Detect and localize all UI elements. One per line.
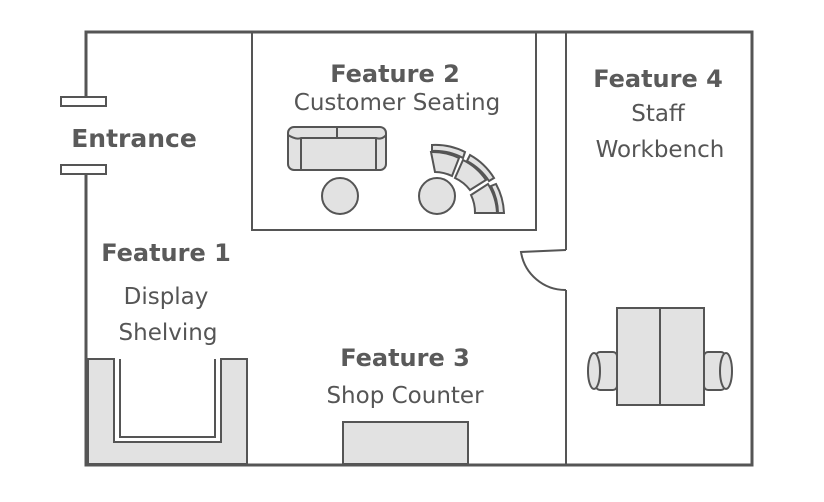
entrance-label: Entrance (71, 124, 197, 153)
curved-sofa-icon (429, 143, 506, 214)
feature-4-title: Feature 4 (593, 65, 723, 93)
feature-1-name-line1: Display (124, 284, 209, 310)
outer-walls (84, 30, 754, 467)
feature-3-title: Feature 3 (340, 344, 470, 372)
feature-3-name: Shop Counter (326, 383, 484, 409)
chair-icon (703, 351, 733, 391)
sofa-icon (287, 126, 387, 171)
workbench-icon (616, 307, 705, 406)
display-shelving-icon (87, 358, 248, 465)
feature-1-name-line2: Shelving (119, 320, 218, 346)
feature-4-name-line1: Staff (631, 101, 686, 127)
entrance-door (60, 96, 107, 175)
chair-icon (587, 351, 618, 391)
shop-counter-icon (342, 421, 469, 465)
staff-room-wall (519, 32, 567, 465)
feature-1-title: Feature 1 (101, 239, 231, 267)
feature-2-name: Customer Seating (294, 90, 500, 116)
round-table-icon (321, 177, 359, 215)
round-table-icon (418, 177, 456, 215)
customer-seating-area (251, 31, 537, 231)
feature-2-title: Feature 2 (330, 60, 460, 88)
feature-4-name-line2: Workbench (596, 137, 725, 163)
